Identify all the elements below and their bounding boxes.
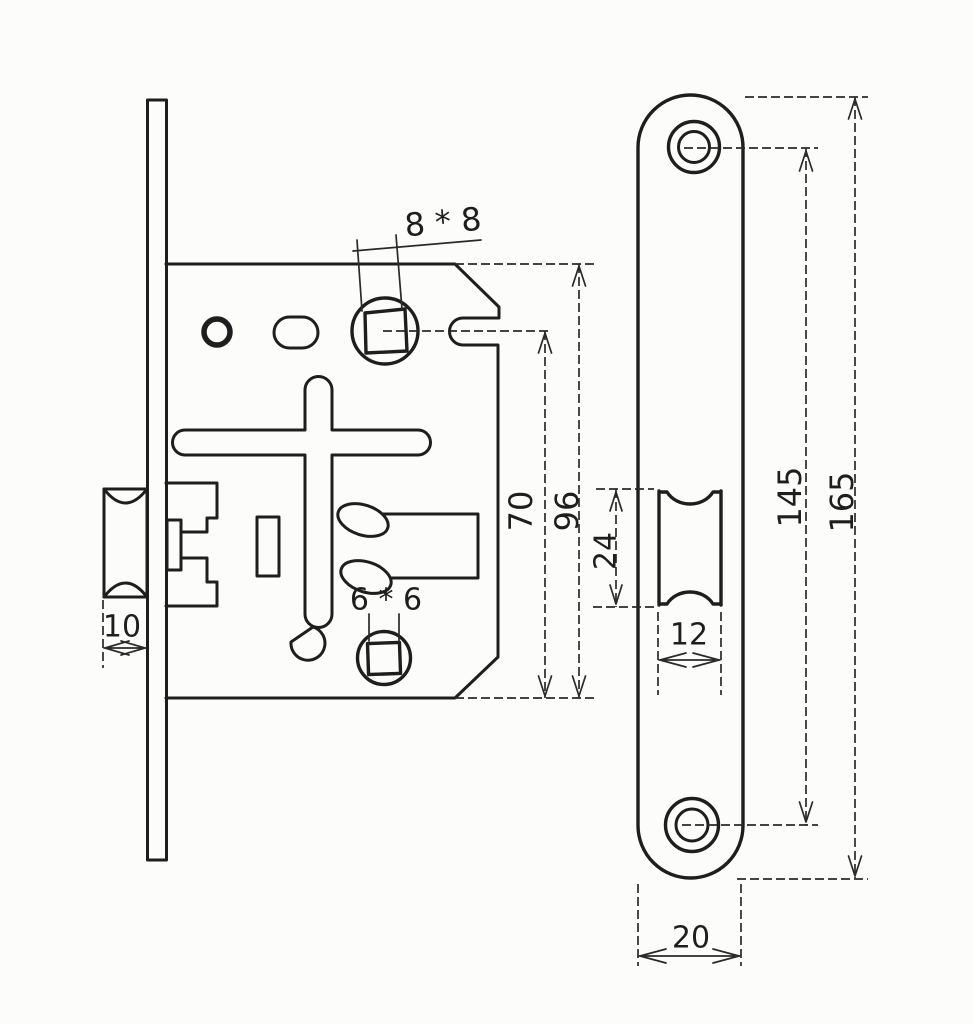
case-extension-lines: [455, 263, 594, 699]
fixing-hole: [201, 316, 233, 348]
dim-cutout-width: 12: [657, 612, 722, 695]
dim-plate-width: 20: [637, 884, 742, 966]
pin-oval-lower: [339, 559, 393, 595]
narrow-slot: [255, 515, 281, 578]
dim-label-20: 20: [672, 921, 710, 956]
dim-label-10: 10: [103, 610, 141, 645]
oval-hole: [272, 315, 320, 350]
dim-label-spindle-square: 8 * 8: [403, 200, 483, 245]
faceplate-view: 24 12 145 165 20: [589, 93, 868, 966]
dim-case-height: 96: [548, 264, 587, 698]
dim-label-96: 96: [548, 491, 586, 532]
follower-hub-circle: [355, 629, 413, 687]
dim-follower-square: 6 * 6: [350, 583, 422, 642]
dim-latch-bolt-width: 10: [102, 600, 147, 668]
dim-plate-length: 165: [737, 96, 868, 880]
dim-cutout-height: 24: [589, 488, 654, 608]
dim-label-70: 70: [502, 491, 540, 532]
pin-oval-upper: [336, 502, 390, 538]
dim-label-165: 165: [823, 471, 861, 532]
dim-label-follower-square: 6 * 6: [350, 583, 422, 618]
latch-bolt: [102, 487, 149, 599]
dim-screw-spacing: 145: [682, 147, 818, 826]
forend-plate-strip: [146, 98, 168, 862]
dim-label-145: 145: [771, 466, 809, 527]
faceplate-outline: [636, 93, 745, 880]
dim-label-24: 24: [589, 532, 624, 570]
cross-slot: [171, 375, 432, 629]
dim-label-12: 12: [670, 618, 708, 653]
spring-box: [381, 512, 480, 580]
dim-latch-center-height: 70: [502, 331, 553, 698]
latch-follower-block: [164, 481, 219, 608]
screw-hole-top: [666, 119, 722, 175]
dim-spindle-square: 8 * 8: [352, 200, 483, 312]
latch-cutout: [657, 489, 723, 607]
lock-case-view: 8 * 8 6 * 6 70 96 10: [102, 98, 594, 862]
teardrop-tab: [289, 625, 327, 662]
spindle-square-hole: [363, 307, 409, 355]
follower-square-hole: [365, 640, 403, 677]
